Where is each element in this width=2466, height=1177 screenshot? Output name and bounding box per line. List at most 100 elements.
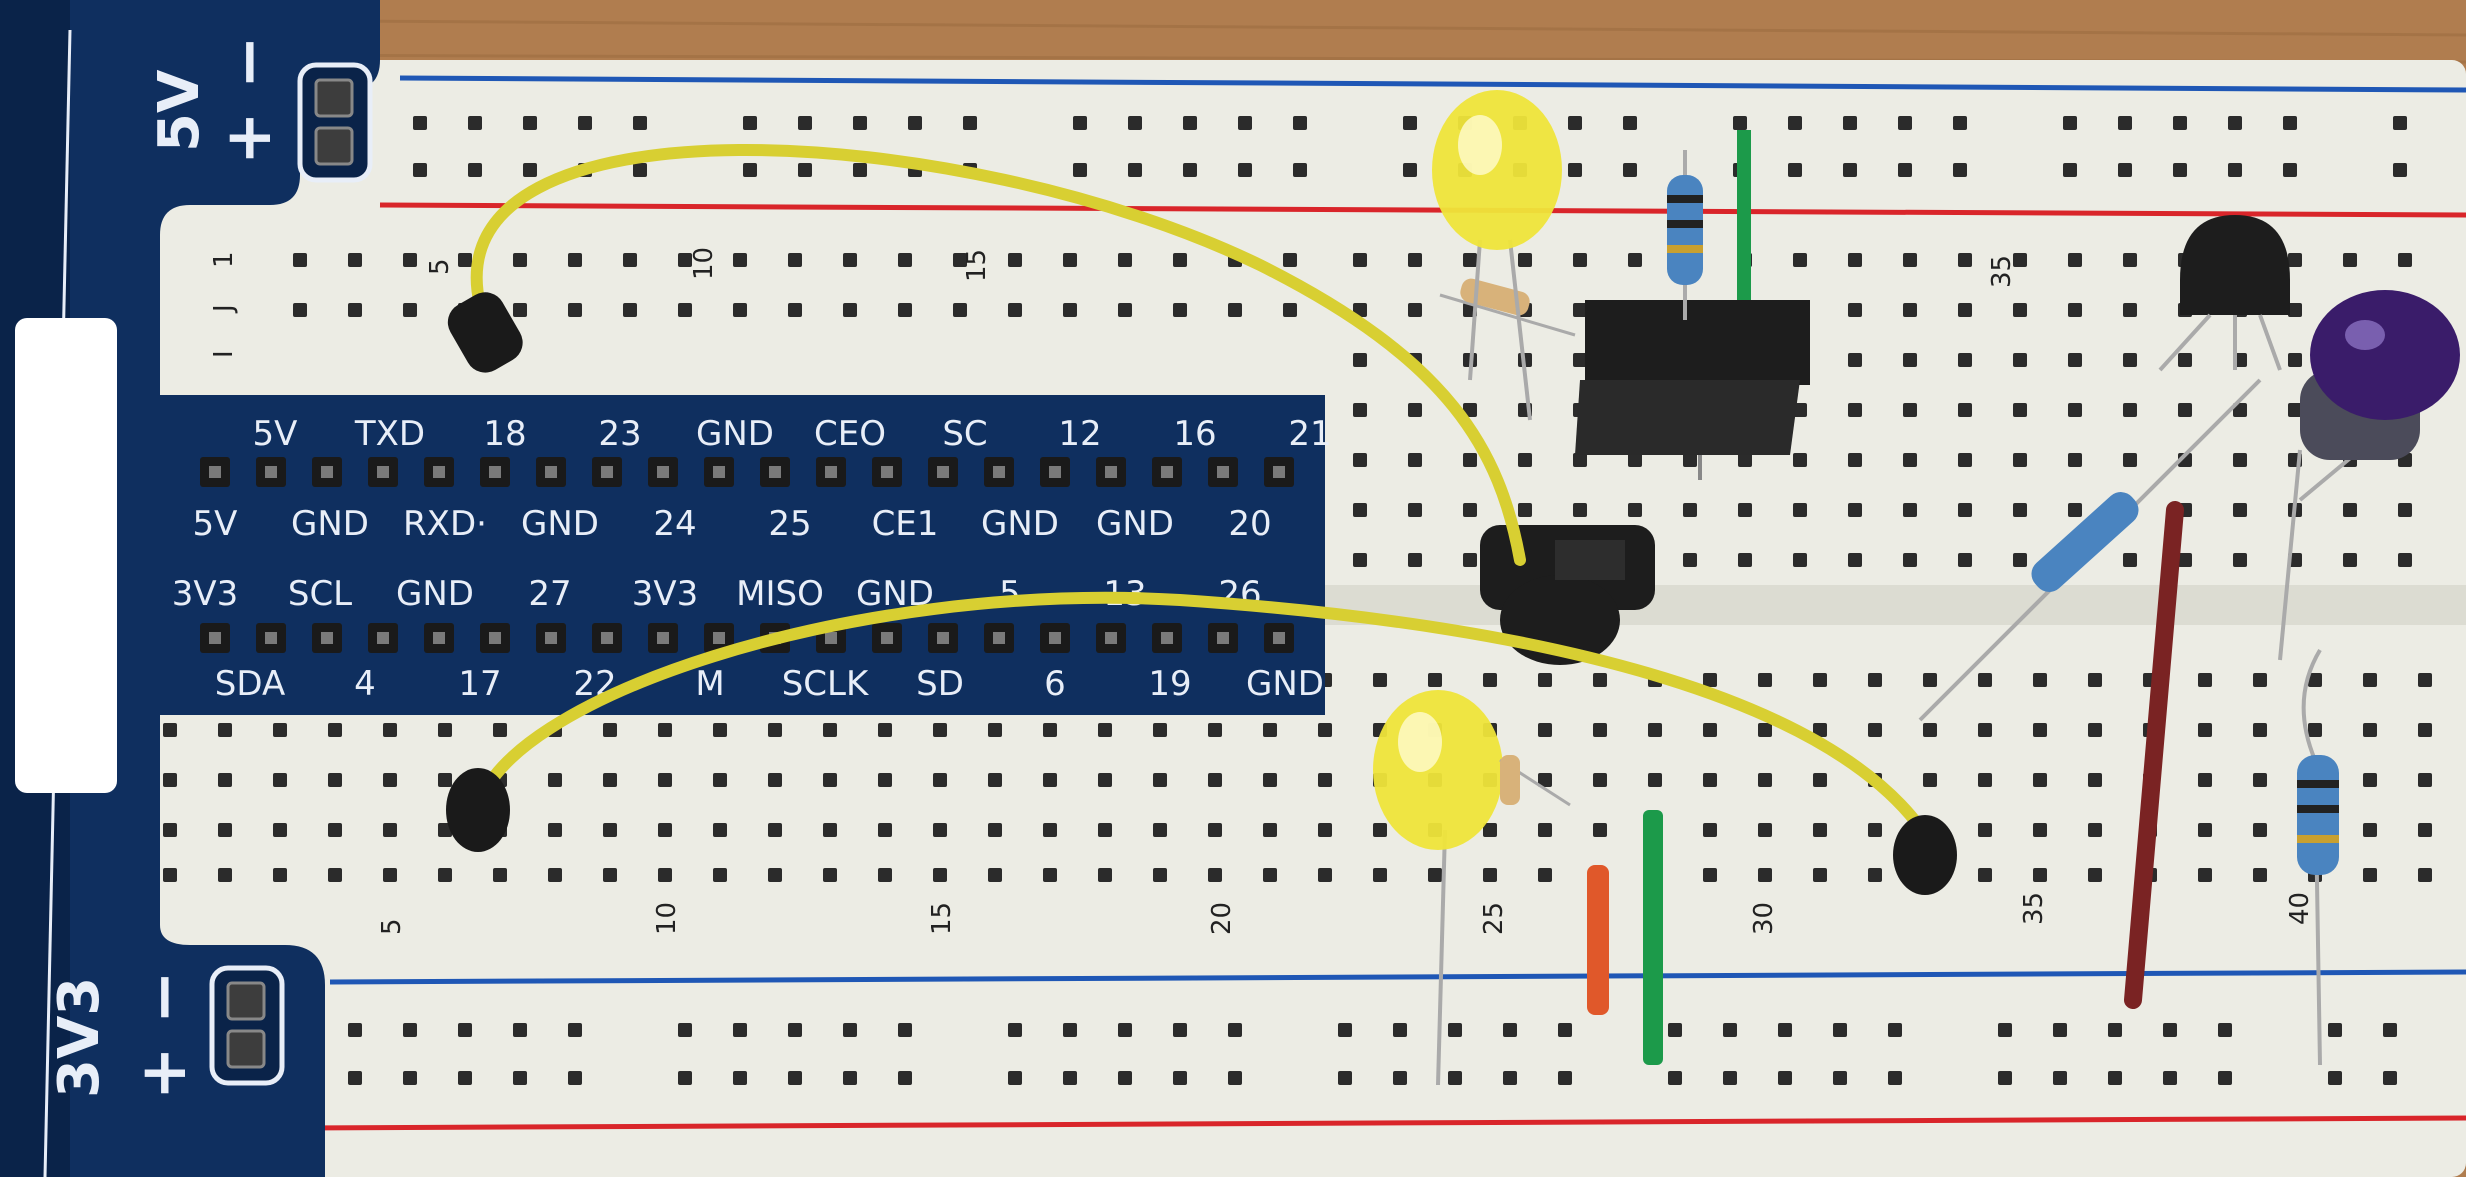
breadboard-hole [1238,116,1252,130]
breadboard-hole [853,116,867,130]
breadboard-hole [1703,723,1717,737]
breadboard-hole [2178,403,2192,417]
breadboard-hole [1813,723,1827,737]
breadboard-hole [1173,303,1187,317]
breadboard-hole [1903,253,1917,267]
rail-bottom-label: 3V3 [47,977,112,1098]
breadboard-hole [1573,303,1587,317]
yellow-led-bottom [1373,690,1503,1086]
breadboard-hole [568,1023,582,1037]
breadboard-hole [1408,503,1422,517]
breadboard-hole [898,253,912,267]
breadboard-hole [1558,1071,1572,1085]
breadboard-hole [1008,253,1022,267]
breadboard-hole [1793,553,1807,567]
breadboard-hole [2233,503,2247,517]
breadboard-hole [1173,1023,1187,1037]
rail-bottom-signs: + − [127,970,201,1100]
breadboard-hole [1958,253,1972,267]
pin-label: 18 [483,414,526,454]
breadboard-hole [2383,1023,2397,1037]
breadboard-hole [1628,503,1642,517]
breadboard-hole [2198,773,2212,787]
breadboard-hole [898,1023,912,1037]
pin-label: SCL [288,574,352,614]
breadboard-hole [273,773,287,787]
breadboard-hole [2088,823,2102,837]
breadboard-hole [438,773,452,787]
breadboard-hole [2068,503,2082,517]
breadboard-hole [658,868,672,882]
breadboard-hole [1903,403,1917,417]
header-pin [1040,457,1070,487]
breadboard-hole [843,253,857,267]
top-rail-red-line [379,202,2466,218]
breadboard-hole [2343,253,2357,267]
breadboard-hole [798,163,812,177]
breadboard-hole [1153,773,1167,787]
pin-label: 17 [458,664,501,704]
breadboard-hole [1283,253,1297,267]
breadboard-hole [2013,453,2027,467]
pin-label: 27 [528,574,571,614]
breadboard-hole [383,823,397,837]
breadboard-hole [988,868,1002,882]
breadboard-hole [1208,723,1222,737]
breadboard-hole [2053,1071,2067,1085]
breadboard-hole [1793,253,1807,267]
breadboard-hole [823,868,837,882]
bottom-number-25: 25 [1479,902,1509,935]
breadboard-hole [1848,303,1862,317]
breadboard-hole [1958,403,1972,417]
breadboard-hole [1723,1071,1737,1085]
breadboard-hole [1073,116,1087,130]
breadboard-hole [1118,303,1132,317]
header-pin [648,457,678,487]
top-row-letter-j: J [209,304,239,314]
breadboard-hole [603,723,617,737]
breadboard-hole [1353,503,1367,517]
breadboard-hole [1958,303,1972,317]
pcb-outline [0,0,1325,1177]
breadboard-hole [1353,353,1367,367]
breadboard-hole [1183,163,1197,177]
breadboard-hole [1628,253,1642,267]
breadboard-hole [1683,553,1697,567]
breadboard-hole [1118,1023,1132,1037]
breadboard-hole [1373,823,1387,837]
breadboard-hole [2063,163,2077,177]
blue-resistor-diagonal [1918,378,2262,722]
breadboard-hole [2418,723,2432,737]
breadboard-hole [403,1071,417,1085]
breadboard-hole [878,723,892,737]
breadboard-hole [468,163,482,177]
breadboard-hole [798,116,812,130]
breadboard-hole [1813,868,1827,882]
breadboard-hole [568,303,582,317]
breadboard-hole [1353,553,1367,567]
breadboard-hole [1463,503,1477,517]
breadboard-hole [548,823,562,837]
breadboard-hole [878,868,892,882]
breadboard-hole [1008,1023,1022,1037]
breadboard-hole [1733,116,1747,130]
header-pin [592,623,622,653]
breadboard-hole [1353,453,1367,467]
breadboard-hole [1463,553,1477,567]
breadboard-hole [2013,553,2027,567]
breadboard-hole [513,303,527,317]
breadboard-hole [1098,868,1112,882]
breadboard-hole [1063,1023,1077,1037]
breadboard-hole [438,723,452,737]
breadboard-hole [988,773,1002,787]
breadboard-hole [548,773,562,787]
header-pin [536,457,566,487]
breadboard-hole [413,163,427,177]
breadboard-hole [1978,868,1992,882]
breadboard-hole [1538,673,1552,687]
breadboard-hole [2398,553,2412,567]
breadboard-hole [843,303,857,317]
breadboard-hole [1173,1071,1187,1085]
